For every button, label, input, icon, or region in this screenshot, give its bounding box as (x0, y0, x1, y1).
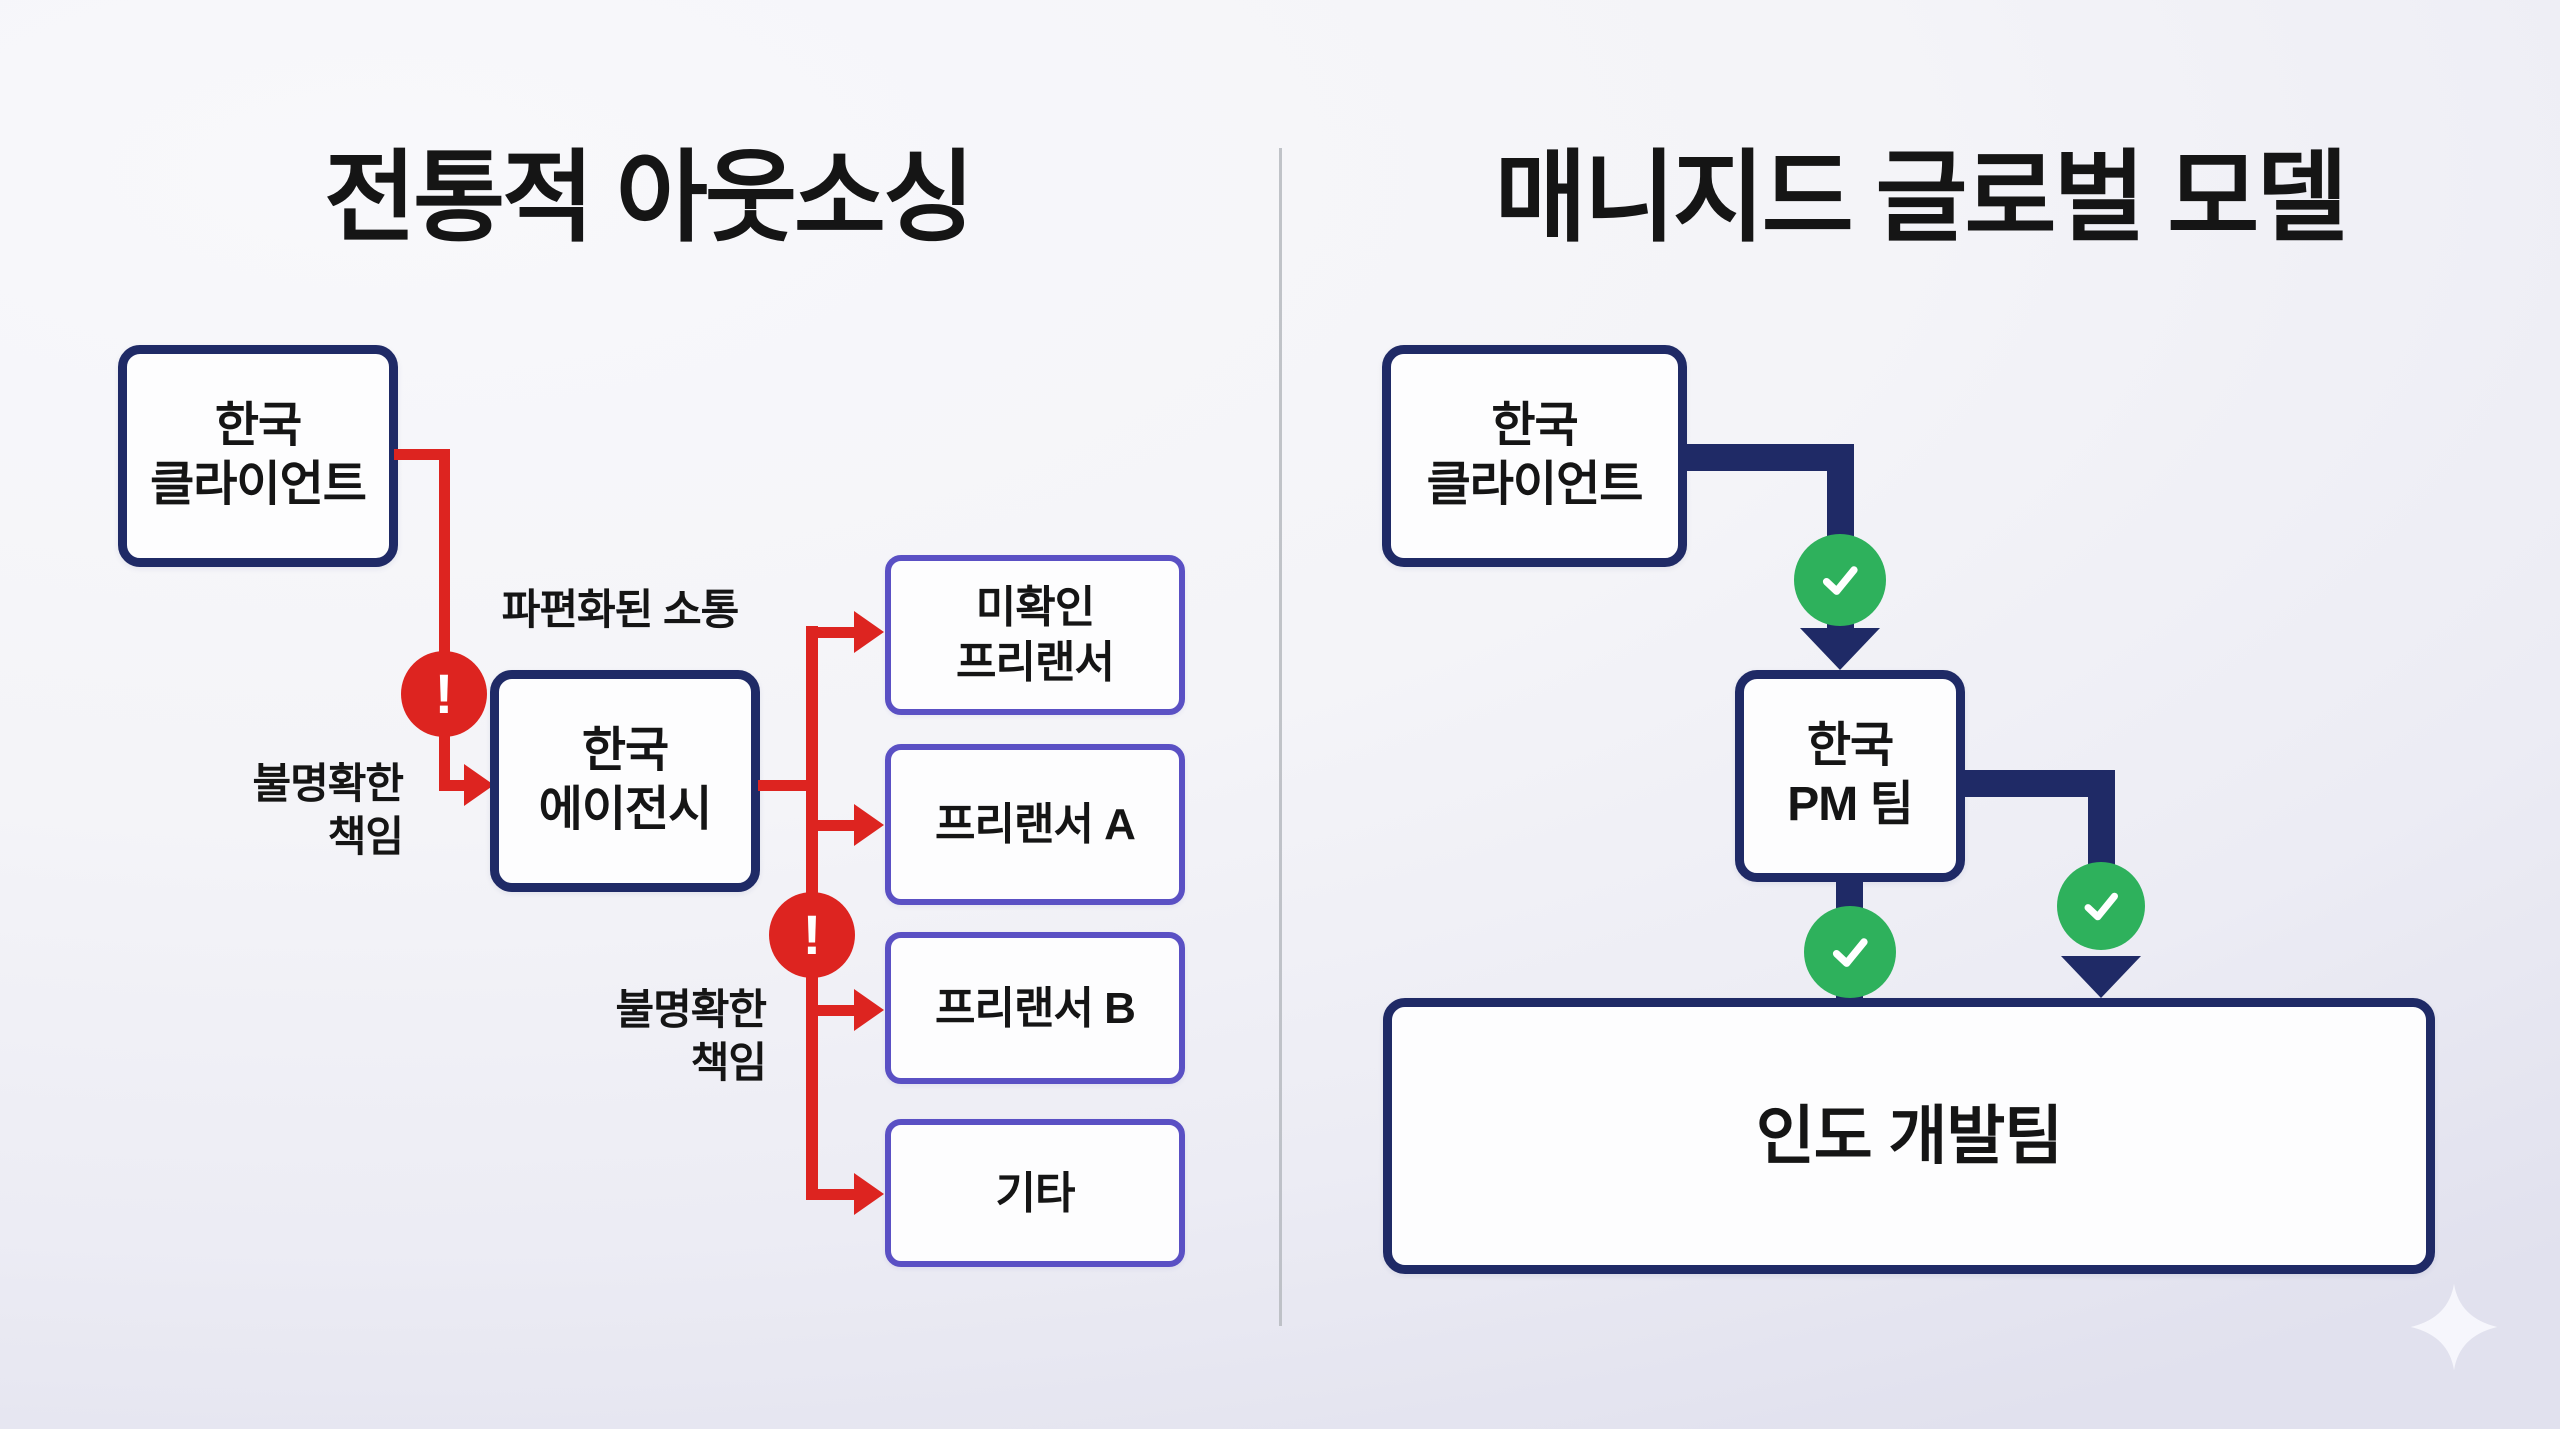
checkmark-glyph (1832, 938, 1868, 967)
red-connector-client-v (439, 449, 450, 790)
red-arrowhead-freelancer-4 (854, 1173, 884, 1215)
unclear-responsibility-label-top: 불명확한 책임 (252, 760, 404, 860)
red-connector-agency-stub (439, 780, 471, 791)
korea-pm-team-box: 한국 PM 팀 (1735, 670, 1965, 882)
freelancer-box-a: 프리랜서 A (885, 744, 1185, 905)
red-connector-agency-to-spine (758, 780, 818, 791)
warning-icon: ! (769, 892, 855, 978)
red-arrowhead-agency (464, 764, 494, 806)
left-panel-title: 전통적 아웃소싱 (324, 142, 975, 254)
fragmented-communication-label: 파편화된 소통 (501, 586, 740, 633)
freelancer-box-unverified: 미확인 프리랜서 (885, 555, 1185, 715)
red-branch-stub-3 (812, 1005, 856, 1016)
navy-connector-client-h (1685, 444, 1853, 471)
red-arrowhead-freelancer-3 (854, 989, 884, 1031)
red-arrowhead-freelancer-1 (854, 611, 884, 653)
korea-agency-box: 한국 에이전시 (490, 670, 760, 892)
korea-client-box-left: 한국 클라이언트 (118, 345, 398, 567)
checkmark-glyph (2084, 892, 2119, 921)
warning-glyph: ! (434, 662, 454, 725)
red-branch-stub-2 (812, 820, 856, 831)
sparkle-icon (2408, 1282, 2500, 1372)
check-icon (1804, 906, 1896, 998)
check-icon (1794, 534, 1886, 626)
warning-icon: ! (401, 651, 487, 737)
navy-arrowhead-dev (2061, 956, 2141, 998)
red-arrowhead-freelancer-2 (854, 804, 884, 846)
red-connector-client-h (394, 449, 450, 460)
warning-glyph: ! (802, 903, 822, 966)
right-panel-title: 매니지드 글로벌 모델 (1494, 142, 2349, 254)
freelancer-box-b: 프리랜서 B (885, 932, 1185, 1084)
check-icon (2057, 862, 2145, 950)
checkmark-glyph (1822, 566, 1858, 595)
freelancer-box-other: 기타 (885, 1119, 1185, 1267)
unclear-responsibility-label-bottom: 불명확한 책임 (615, 986, 767, 1086)
india-dev-team-box: 인도 개발팀 (1383, 998, 2435, 1274)
red-branch-stub-1 (812, 627, 856, 638)
panel-divider (1279, 148, 1282, 1326)
korea-client-box-right: 한국 클라이언트 (1382, 345, 1687, 567)
navy-arrowhead-pm (1800, 628, 1880, 670)
red-branch-stub-4 (812, 1189, 856, 1200)
